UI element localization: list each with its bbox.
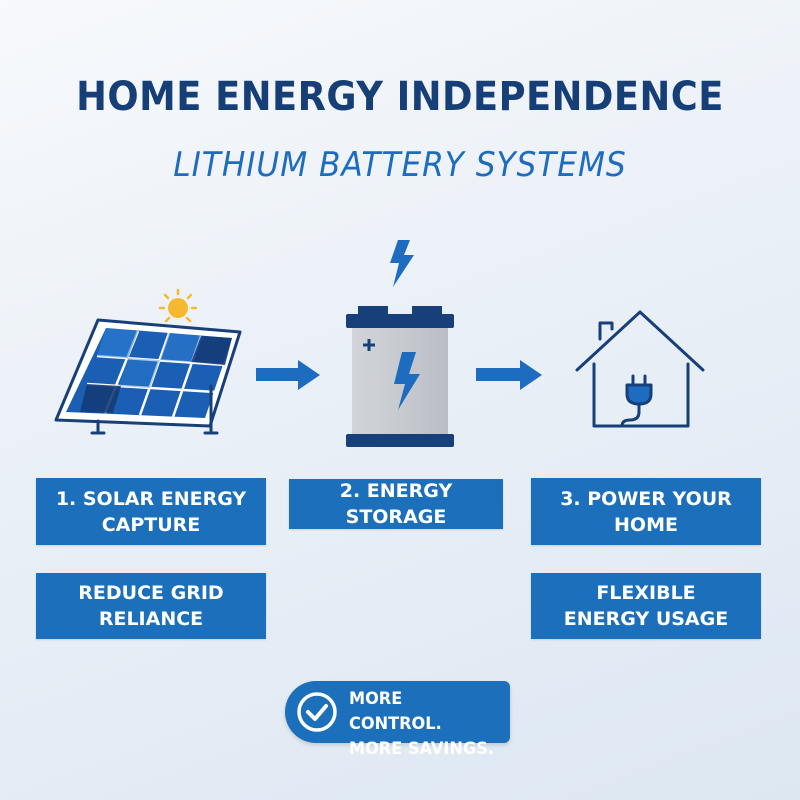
page-subtitle: LITHIUM BATTERY SYSTEMS: [173, 145, 627, 185]
savings-badge: MORE CONTROL. MORE SAVINGS.: [285, 681, 510, 759]
step-solar-capture-label: 1. SOLAR ENERGY CAPTURE: [36, 478, 266, 545]
badge-line-1: MORE CONTROL.: [349, 689, 442, 734]
flow-arrow-icon: [256, 360, 320, 390]
badge-line-2: MORE SAVINGS.: [349, 739, 494, 759]
step-energy-storage-label: 2. ENERGY STORAGE: [289, 479, 503, 529]
battery-icon: [346, 306, 454, 447]
benefit-reduce-grid-label: REDUCE GRID RELIANCE: [36, 573, 266, 639]
step-power-home-label: 3. POWER YOUR HOME: [531, 478, 761, 545]
house-plug-icon: [575, 310, 705, 428]
sun-icon: [158, 288, 198, 323]
lightning-bolt-icon: [390, 240, 414, 287]
benefit-flexible-usage-label: FLEXIBLE ENERGY USAGE: [531, 573, 761, 639]
solar-panel-icon: [54, 318, 242, 435]
check-circle-icon: [297, 692, 337, 732]
page-title: HOME ENERGY INDEPENDENCE: [76, 74, 724, 120]
flow-arrow-icon: [476, 360, 542, 390]
